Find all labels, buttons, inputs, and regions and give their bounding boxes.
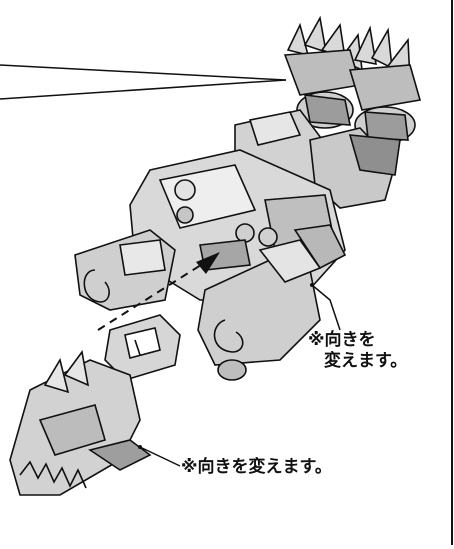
left-leg-part xyxy=(74,229,176,311)
callout-pointers xyxy=(138,283,341,467)
orientation-note-right-line2: 変えます。 xyxy=(324,351,408,371)
callout-leader-lines xyxy=(0,64,287,100)
connector-part xyxy=(104,314,181,381)
orientation-note-bottom: ※向きを変えます。 xyxy=(181,457,332,477)
claw-part xyxy=(283,15,422,144)
orientation-note-right-line1: ※向きを xyxy=(308,330,376,350)
insert-arrow xyxy=(97,252,220,331)
orientation-note-right: ※向きを 変えます。 xyxy=(308,330,407,372)
right-leg-part xyxy=(197,224,347,381)
head-part xyxy=(9,350,152,496)
